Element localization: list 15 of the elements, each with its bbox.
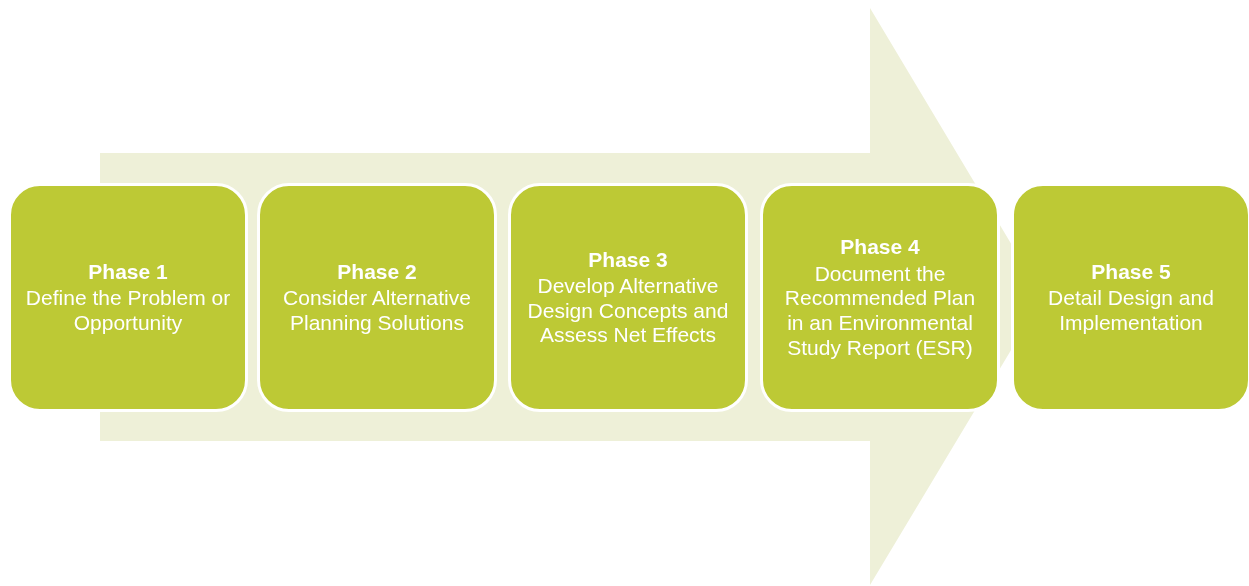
phase-description: Detail Design and Implementation (1047, 286, 1215, 336)
phase-box (508, 183, 748, 412)
phase-title: Phase 3 (588, 246, 668, 272)
phase-description: Develop Alternative Design Concepts and Assess Net Effects (526, 273, 730, 349)
phase-box (8, 183, 248, 412)
phase-box (1011, 183, 1249, 412)
phase-title: Phase 5 (1091, 259, 1171, 285)
phase-title: Phase 1 (88, 259, 168, 285)
phase-description: Document the Recommended Plan in an Environmental Study Report (ESR) (783, 261, 977, 361)
phase-title: Phase 4 (840, 234, 920, 260)
phase-description: Consider Alternative Planning Solutions (282, 286, 472, 336)
phase-box (257, 183, 497, 412)
phase-box (760, 183, 1000, 412)
phase-title: Phase 2 (337, 259, 417, 285)
phase-description: Define the Problem or Opportunity (24, 286, 232, 336)
